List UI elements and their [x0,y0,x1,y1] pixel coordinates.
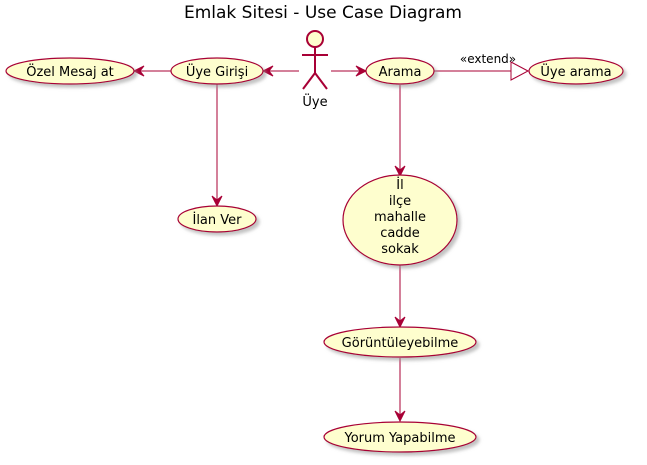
usecase-label: Özel Mesaj at [26,63,114,80]
location-line: cadde [380,226,420,241]
location-line: mahalle [374,210,426,225]
usecase-label: Üye arama [540,63,611,80]
actor-label: Üye [302,93,327,110]
usecase-uye-girisi: Üye Girişi [170,57,264,85]
usecase-yorum: Yorum Yapabilme [323,421,477,453]
diagram-title: Emlak Sitesi - Use Case Diagram [184,3,462,23]
stick-figure-icon [302,30,328,90]
usecase-label: Yorum Yapabilme [343,431,455,446]
usecase-ilan-ver: İlan Ver [177,205,257,233]
edge-actor-to-arama [331,65,368,77]
usecase-label: Arama [379,65,422,80]
location-line: sokak [381,242,419,257]
usecase-location: İl ilçe mahalle cadde sokak [342,174,458,266]
usecase-arama: Arama [365,57,435,85]
edge-arama-extend-uye-arama: «extend» [434,52,530,81]
location-line: İl [396,177,403,193]
usecase-uye-arama: Üye arama [528,57,624,85]
usecase-goruntuleyebilme: Görüntüleyebilme [323,326,477,358]
edge-location-to-goruntuleyebilme [394,265,406,329]
usecase-ozel-mesaj: Özel Mesaj at [5,57,135,85]
edge-uye-girisi-to-ozel-mesaj [132,65,172,77]
usecase-label: İlan Ver [192,212,242,228]
edge-goruntuleyebilme-to-yorum [394,358,406,423]
edge-uye-girisi-to-ilan-ver [211,84,223,208]
usecase-label: Görüntüleyebilme [342,336,459,351]
location-line: ilçe [389,194,411,209]
edge-actor-to-uye-girisi [261,65,299,77]
actor-uye: Üye [302,30,328,110]
usecase-label: Üye Girişi [186,63,248,80]
edge-arama-to-location [394,85,406,178]
extend-label: «extend» [460,52,516,66]
